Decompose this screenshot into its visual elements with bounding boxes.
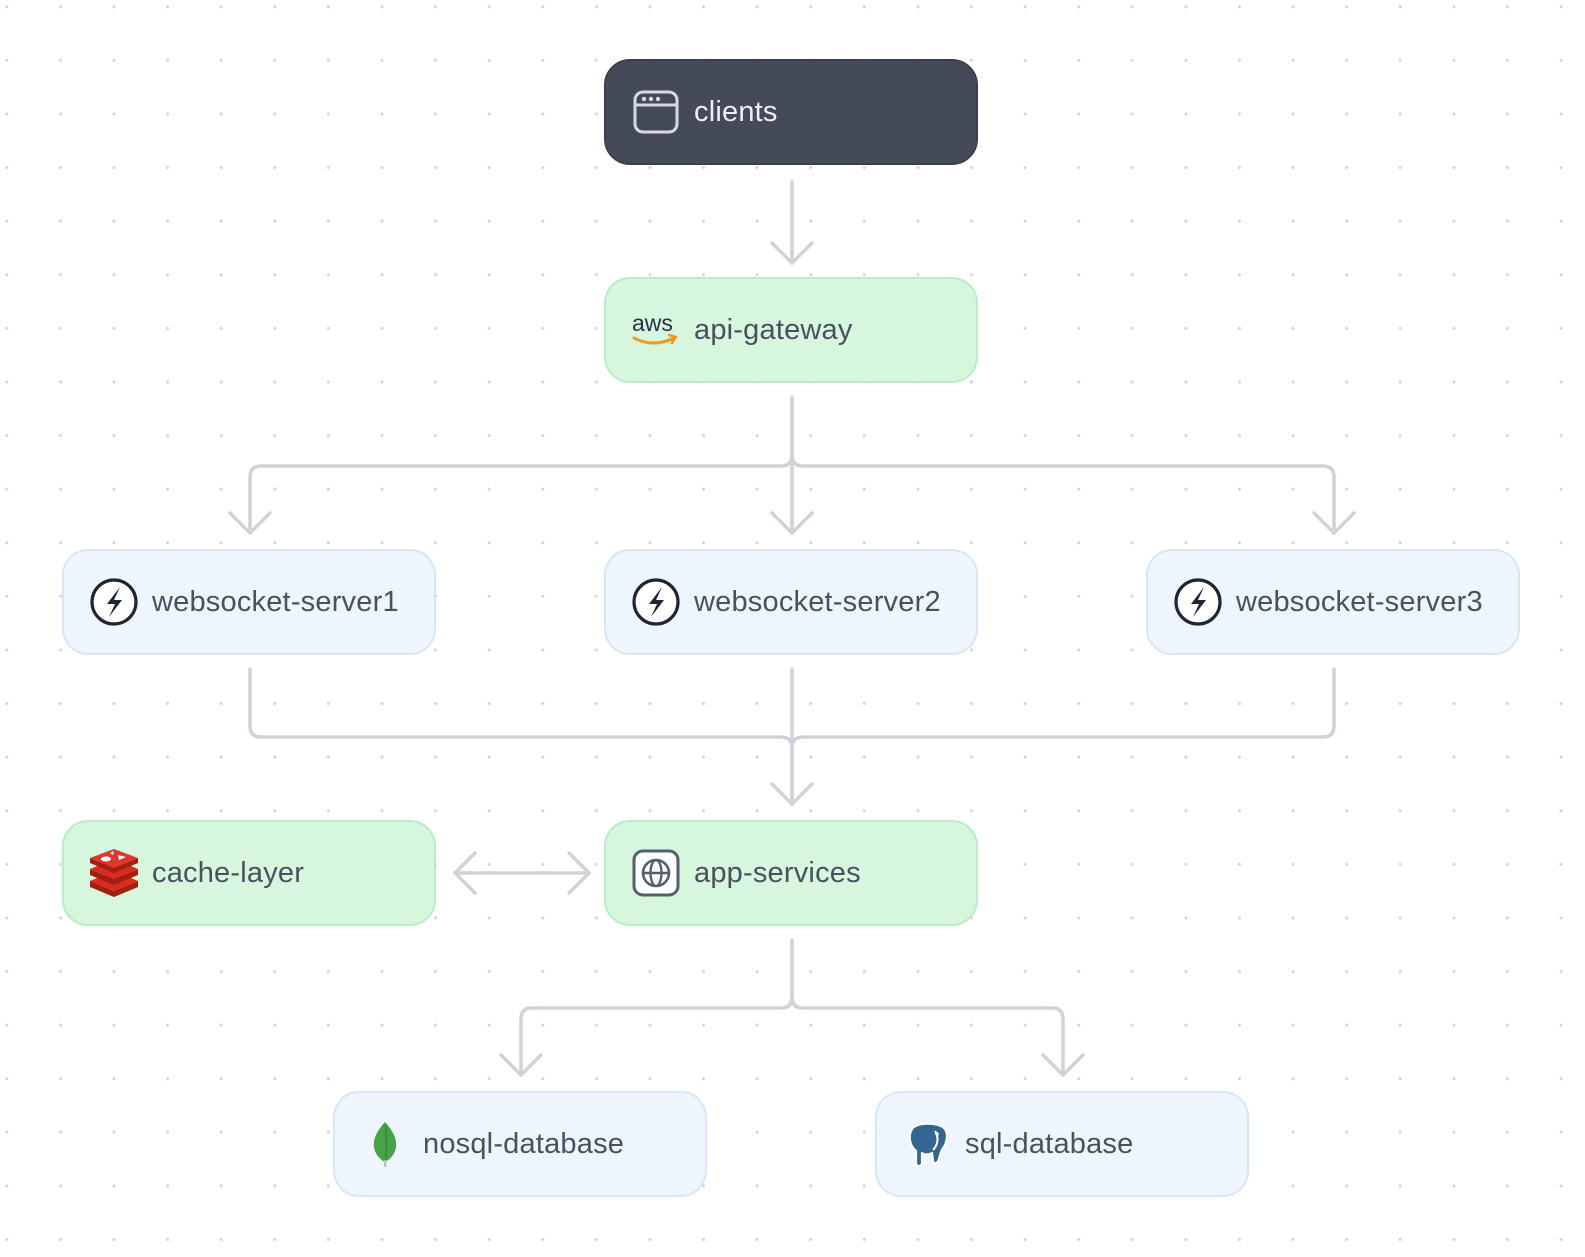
node-label: websocket-server2 — [694, 585, 941, 618]
edge-clients-to-api-gateway — [770, 180, 814, 265]
node-websocket-server1[interactable]: websocket-server1 — [62, 549, 436, 655]
edge-app-services-to-nosql-database — [499, 938, 794, 1077]
node-label: cache-layer — [152, 856, 305, 889]
node-nosql-database[interactable]: nosql-database — [333, 1091, 707, 1197]
lightning-bolt-icon — [88, 576, 140, 628]
node-clients[interactable]: clients — [604, 59, 978, 165]
redis-icon — [88, 847, 140, 899]
edge-websocket-server2-to-app-services — [770, 667, 814, 806]
lightning-bolt-icon — [630, 576, 682, 628]
node-label: websocket-server3 — [1236, 585, 1483, 618]
globe-icon — [630, 847, 682, 899]
node-label: websocket-server1 — [152, 585, 399, 618]
aws-icon-text: aws — [632, 310, 673, 336]
node-app-services[interactable]: app-services — [604, 820, 978, 926]
edge-api-gateway-to-websocket-server1 — [228, 396, 794, 535]
edge-websocket-server3-to-app-services — [790, 667, 1336, 750]
aws-icon: aws — [630, 304, 682, 356]
edge-websocket-server1-to-app-services — [248, 667, 794, 806]
node-api-gateway[interactable]: aws api-gateway — [604, 277, 978, 383]
node-label: nosql-database — [423, 1127, 625, 1160]
node-websocket-server2[interactable]: websocket-server2 — [604, 549, 978, 655]
node-label: sql-database — [965, 1127, 1134, 1160]
node-cache-layer[interactable]: cache-layer — [62, 820, 436, 926]
mongodb-leaf-icon — [359, 1118, 411, 1170]
edge-api-gateway-to-websocket-server2 — [770, 396, 814, 535]
node-websocket-server3[interactable]: websocket-server3 — [1146, 549, 1520, 655]
edge-cache-layer-app-services-bidirectional — [453, 851, 591, 895]
edge-app-services-to-sql-database — [790, 995, 1085, 1077]
node-label: api-gateway — [694, 313, 853, 346]
browser-window-icon — [630, 86, 682, 138]
node-sql-database[interactable]: sql-database — [875, 1091, 1249, 1197]
node-label: clients — [694, 95, 778, 128]
edge-api-gateway-to-websocket-server3 — [790, 453, 1356, 535]
postgresql-elephant-icon — [901, 1118, 953, 1170]
node-label: app-services — [694, 856, 861, 889]
lightning-bolt-icon — [1172, 576, 1224, 628]
